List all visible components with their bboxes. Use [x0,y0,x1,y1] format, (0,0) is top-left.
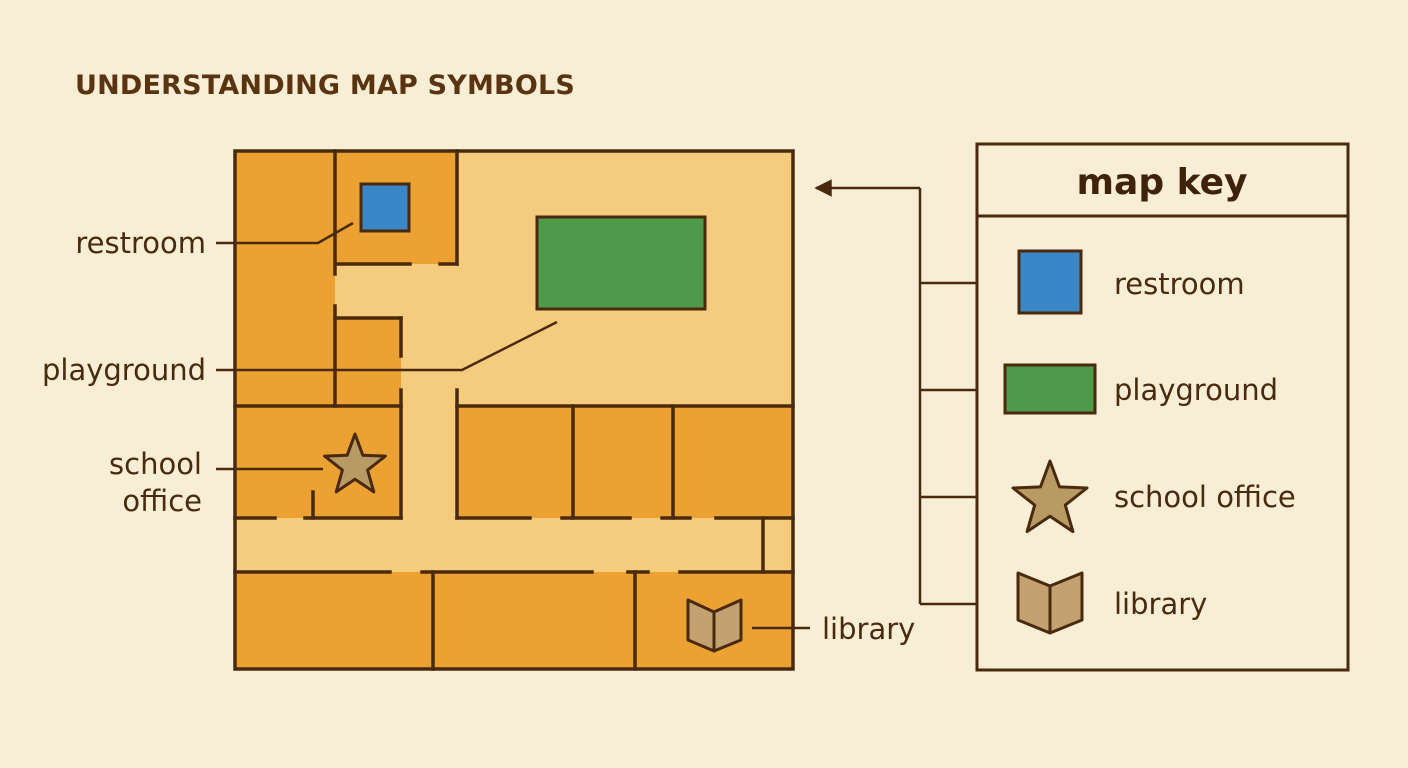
map-restroom-symbol [359,182,411,233]
key-item-restroom: restroom [1017,249,1245,315]
key-item-label: restroom [1114,267,1245,301]
key-item-label: library [1114,587,1207,621]
room-left-tall [235,151,335,406]
key-playground-icon [1003,363,1097,415]
key-connector [814,179,998,613]
label-school-office-line2: office [122,484,202,518]
label-library: library [822,612,915,646]
key-restroom-icon [1017,249,1083,315]
key-item-label: playground [1114,373,1278,407]
room-classroom-1 [457,406,573,518]
label-playground: playground [42,353,206,387]
map-library-book-icon [686,598,743,653]
map-playground-symbol [535,215,707,311]
room-classroom-2 [573,406,673,518]
map-school-office-star-icon [323,432,387,494]
diagram-title: UNDERSTANDING MAP SYMBOLS [75,70,576,101]
room-bottom-2 [433,572,635,669]
floor-plan [233,149,795,671]
key-title: map key [1077,162,1248,203]
key-item-label: school office [1114,480,1296,514]
walls [233,149,795,671]
key-star-icon [1011,459,1089,534]
room-classroom-3 [673,406,793,518]
room-small [335,318,401,406]
map-key: map key restroom playground school offic… [975,142,1350,672]
room-bottom-1 [235,572,433,669]
key-item-library: library [1016,571,1207,635]
label-restroom: restroom [75,226,206,260]
key-book-icon [1016,571,1084,635]
key-item-playground: playground [1003,363,1278,415]
key-item-school-office: school office [1011,459,1296,534]
label-school-office-line1: school [109,447,202,481]
leader-lines [216,221,810,630]
